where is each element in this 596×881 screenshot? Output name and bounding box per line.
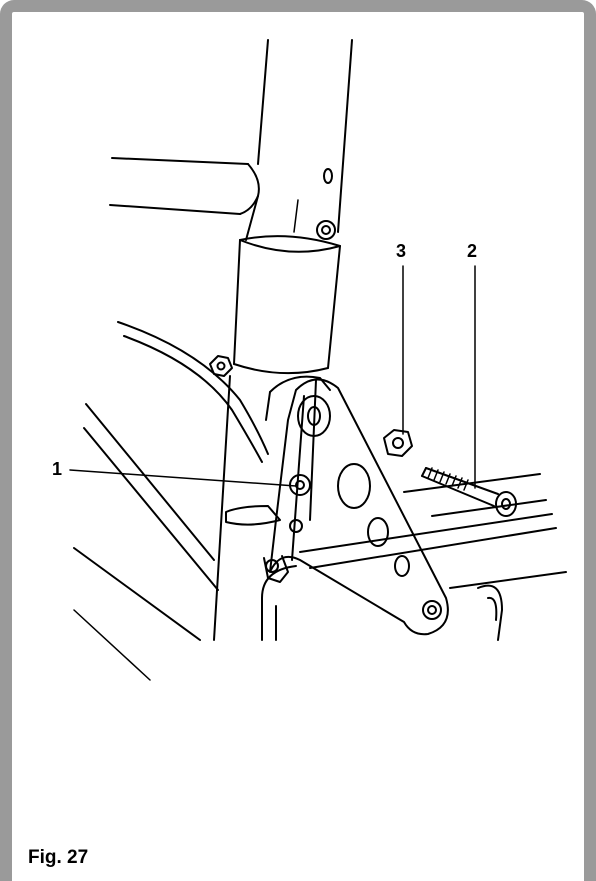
upper-frame-tubes — [109, 157, 260, 215]
tube-bolt — [316, 220, 336, 240]
lower-frame-lines — [73, 403, 567, 681]
tube-hole — [323, 168, 333, 184]
nut-item-3 — [383, 429, 413, 457]
bracket-plate — [269, 378, 449, 636]
callout-label-2: 2 — [467, 241, 478, 261]
cable — [117, 321, 269, 463]
figure-caption: Fig. 27 — [28, 847, 89, 868]
vertical-tube — [245, 39, 353, 241]
collar-sleeve — [213, 235, 341, 641]
nut-left — [209, 355, 233, 377]
bolt-item-1 — [289, 474, 311, 496]
tube-bolt-inner — [321, 225, 331, 235]
leader-line-1 — [69, 469, 297, 487]
bolt-item-2 — [421, 467, 517, 517]
clip-screw — [263, 555, 289, 583]
callout-label-1: 1 — [52, 459, 63, 479]
callout-label-3: 3 — [396, 241, 407, 261]
mount-block — [225, 375, 331, 526]
